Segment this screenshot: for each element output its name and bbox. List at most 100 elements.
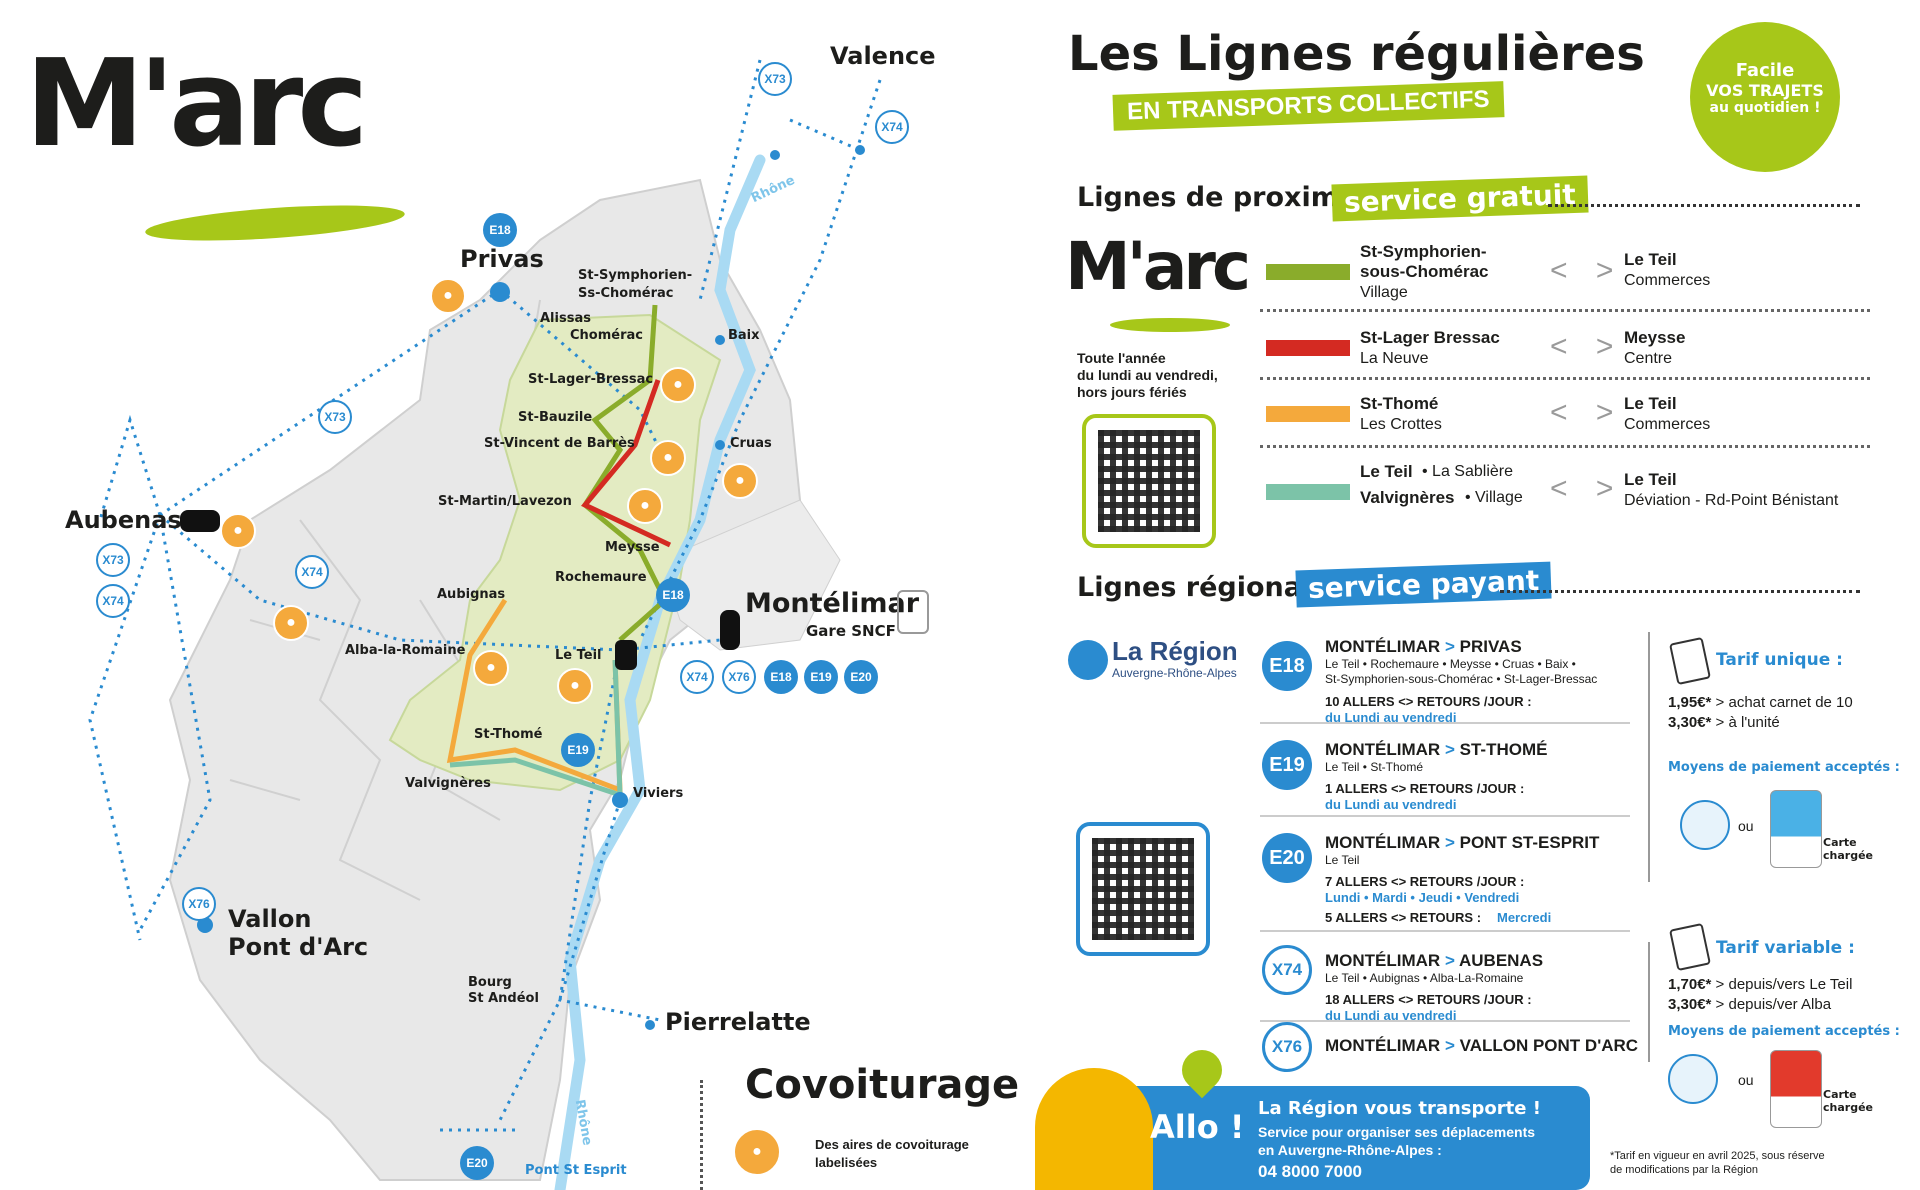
marc-logo-text: M'arc (25, 35, 368, 174)
map-label-stlager: St-Lager-Bressac (528, 372, 654, 387)
line4-from-extra2: • Village (1465, 489, 1523, 506)
qr-code-region[interactable] (1076, 822, 1210, 956)
route-e19-badge: E19 (1262, 740, 1312, 790)
qr-code-marc[interactable] (1082, 414, 1216, 548)
line1-from2: sous-Chomérac (1360, 262, 1489, 281)
proximite-logo-swoosh (1110, 318, 1230, 332)
coin-icon (1668, 1054, 1718, 1104)
regionales-dots (1500, 590, 1860, 593)
round-badge-l1: Facile (1735, 60, 1795, 81)
map-label-stbauzile: St-Bauzile (518, 410, 593, 425)
map-label-cruas: Cruas (730, 436, 772, 451)
tarif-variable-p1: 1,70€* > depuis/vers Le Teil (1668, 976, 1853, 993)
covoiturage-text-2: labelisées (815, 1155, 878, 1170)
map-label-baix: Baix (728, 328, 760, 343)
map-label-bourg1: Bourg (468, 975, 512, 990)
covoiturage-legend-icon: ● (733, 1128, 781, 1176)
line4-from: Le Teil (1360, 462, 1413, 481)
route-x74-days: du Lundi au vendredi (1325, 1008, 1457, 1023)
map-label-meysse: Meysse (605, 540, 660, 555)
page-subtitle: EN TRANSPORTS COLLECTIFS (1112, 81, 1505, 131)
montelimar-hub (720, 610, 740, 650)
proximite-note-1: Toute l'année (1077, 350, 1166, 366)
map-label-aubenas: Aubenas (65, 506, 182, 534)
covoiturage-marker: ● (473, 650, 509, 686)
badge-x74a: X74 (875, 110, 909, 144)
route-e20-freq2: 5 ALLERS <> RETOURS : (1325, 910, 1482, 925)
badge-x74d: X74 (680, 660, 714, 694)
round-badge-l2: VOS TRAJETS (1706, 81, 1824, 100)
map-label-stmartin: St-Martin/Lavezon (438, 494, 572, 509)
proximite-dots (1548, 204, 1860, 207)
oura-card-icon (1770, 790, 1822, 868)
map-label-aubignas: Aubignas (437, 587, 506, 602)
badge-e18b: E18 (656, 578, 690, 612)
line2-to-sub: Centre (1624, 350, 1673, 367)
route-x74-stops1: Le Teil • Aubignas • Alba-La-Romaine (1325, 971, 1524, 985)
line-row-3: St-Thomé Les Crottes < > Le Teil Commerc… (1260, 386, 1870, 450)
map-label-bourg2: St Andéol (468, 991, 539, 1006)
map-label-viviers: Viviers (633, 786, 684, 801)
covoiturage-marker: ● (273, 605, 309, 641)
allo-phone[interactable]: 04 8000 7000 (1258, 1162, 1362, 1181)
proximite-note-3: hors jours fériés (1077, 384, 1187, 400)
route-x76-title: MONTÉLIMAR > VALLON PONT D'ARC (1325, 1036, 1639, 1055)
line-swatch-red (1266, 340, 1350, 356)
route-divider (1260, 815, 1630, 817)
map-label-rochemaure: Rochemaure (555, 570, 647, 585)
route-divider (1260, 722, 1630, 724)
route-x74-badge: X74 (1262, 945, 1312, 995)
line3-from: St-Thomé (1360, 394, 1439, 413)
aubenas-hub (180, 510, 220, 532)
route-x74-freq: 18 ALLERS <> RETOURS /JOUR : (1325, 992, 1532, 1007)
covoiturage-title: Covoiturage (745, 1062, 1020, 1108)
map-label-gare: Gare SNCF (806, 622, 896, 640)
map-label-pierrelatte: Pierrelatte (665, 1008, 811, 1036)
tarif-unique-p1: 1,95€* > achat carnet de 10 (1668, 694, 1853, 711)
line-red (581, 379, 672, 548)
line3-from-sub: Les Crottes (1360, 416, 1442, 433)
allo-l3: en Auvergne-Rhône-Alpes : (1258, 1142, 1442, 1158)
route-e18-stops2: St-Symphorien-sous-Chomérac • St-Lager-B… (1325, 672, 1598, 686)
route-e20-title: MONTÉLIMAR > PONT ST-ESPRIT (1325, 833, 1600, 852)
oura-card-icon (1770, 1050, 1822, 1128)
line-swatch-green (1266, 264, 1350, 280)
route-e18-stops1: Le Teil • Rochemaure • Meysse • Cruas • … (1325, 657, 1576, 671)
badge-e20a: E20 (844, 660, 878, 694)
badge-e18c: E18 (764, 660, 798, 694)
line3-arrows: < > (1550, 396, 1624, 429)
badge-e19b: E19 (561, 733, 595, 767)
badge-x73a: X73 (758, 62, 792, 96)
route-e19-freq: 1 ALLERS <> RETOURS /JOUR : (1325, 781, 1525, 796)
route-e18-title: MONTÉLIMAR > PRIVAS (1325, 637, 1522, 656)
tarif-variable-title: Tarif variable : (1716, 938, 1855, 958)
line4-arrows: < > (1550, 472, 1624, 505)
map-label-vallon2: Pont d'Arc (228, 933, 369, 961)
ticket-icon (1669, 636, 1711, 686)
route-e18-freq: 10 ALLERS <> RETOURS /JOUR : (1325, 694, 1532, 709)
map-label-vallon1: Vallon (228, 905, 312, 933)
route-x76-badge: X76 (1262, 1022, 1312, 1072)
line-row-2: St-Lager Bressac La Neuve < > Meysse Cen… (1260, 320, 1870, 384)
route-e20-stops1: Le Teil (1325, 853, 1360, 867)
badge-x73c: X73 (96, 543, 130, 577)
covoiturage-text-1: Des aires de covoiturage (815, 1137, 969, 1152)
region-name: La Région (1112, 636, 1238, 666)
covoiturage-marker: ● (660, 367, 696, 403)
tarif-divider (1648, 632, 1650, 882)
coin-icon (1680, 800, 1730, 850)
proximite-title: Lignes de proximité (1077, 182, 1380, 213)
tarif-unique-card: Carte chargée (1823, 836, 1873, 862)
map-label-stsym1: St-Symphorien- (578, 268, 693, 283)
covoiturage-marker: ● (627, 488, 663, 524)
badge-e19a: E19 (804, 660, 838, 694)
allo-banner (1082, 1086, 1590, 1190)
covoiturage-marker: ● (220, 513, 256, 549)
allo-woman (1035, 1068, 1153, 1190)
route-e19-days: du Lundi au vendredi (1325, 797, 1457, 812)
line-teal (449, 659, 623, 799)
badge-x73b: X73 (318, 400, 352, 434)
tarif-divider (1648, 942, 1650, 1062)
route-e20-days2: Mercredi (1497, 910, 1552, 925)
map-label-pontst: Pont St Esprit (525, 1163, 627, 1178)
